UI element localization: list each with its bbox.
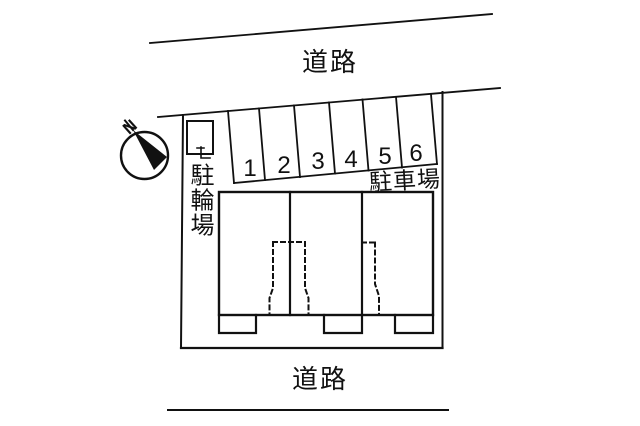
entry-porch	[217, 313, 258, 335]
parking-stall-divider	[395, 96, 403, 169]
stair-dashed-outline	[361, 241, 380, 316]
road-top-label: 道路	[301, 47, 359, 77]
stair-dashed-outline	[268, 241, 310, 316]
entry-porch	[322, 313, 364, 335]
parking-stall-divider	[328, 101, 336, 175]
parking-stall-divider	[258, 107, 266, 181]
top-road-edge-line	[149, 13, 493, 44]
entry-porch	[393, 313, 435, 335]
parking-stall-number-5: 5	[378, 143, 392, 170]
site-left-boundary-line	[179, 113, 185, 350]
parking-stall-number-3: 3	[311, 148, 325, 175]
parking-lot-label: 駐車場	[368, 165, 442, 196]
parking-stall-number-1: 1	[243, 155, 257, 182]
parking-stall-number-6: 6	[409, 140, 423, 167]
road-bottom-label: 道路	[291, 364, 349, 394]
building-outline	[217, 190, 435, 317]
parking-stall-divider	[293, 104, 301, 178]
parking-stall-left-edge	[227, 110, 235, 184]
compass-circle	[119, 130, 170, 181]
parking-stall-number-2: 2	[277, 152, 291, 179]
parking-stall-right-edge	[430, 93, 438, 165]
entrance-tick-mark	[196, 146, 211, 159]
bicycle-parking-rect	[186, 120, 214, 155]
bicycle-parking-label: 駐輪場	[186, 162, 213, 238]
compass-needle-icon	[133, 130, 167, 170]
compass-needle-tail	[123, 119, 135, 132]
parking-stall-divider	[361, 98, 370, 172]
parking-stall-number-4: 4	[344, 146, 358, 173]
